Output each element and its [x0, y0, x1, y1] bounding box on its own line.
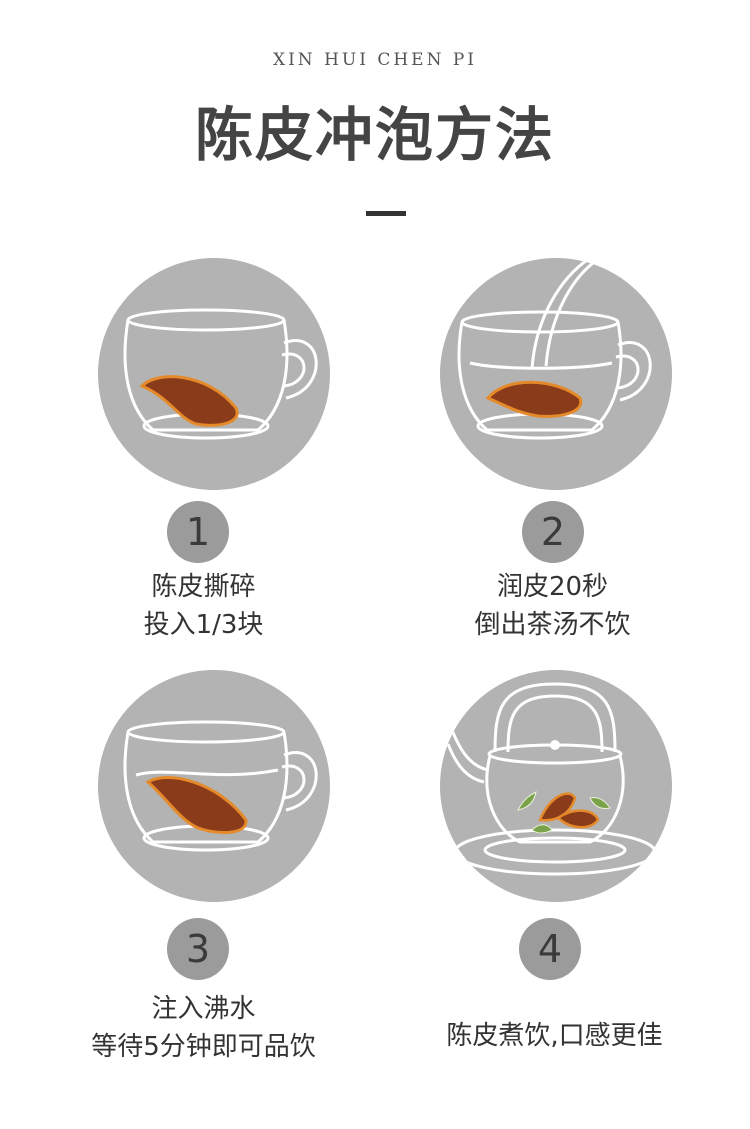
step-1: 1 陈皮撕碎 投入1/3块 [0, 258, 375, 658]
step-4-number: 4 [519, 918, 581, 980]
step-3-line2: 等待5分钟即可品饮 [91, 1032, 316, 1062]
peel-icon [145, 776, 248, 834]
step-1-line1: 陈皮撕碎 [151, 572, 256, 602]
leaf-icon [589, 797, 611, 809]
step-2-illustration [440, 258, 672, 490]
peel-icon [139, 375, 239, 427]
peel-icon [538, 792, 577, 822]
step-3-illustration [98, 670, 330, 902]
step-3-line1: 注入沸水 [151, 994, 256, 1024]
step-3: 3 注入沸水 等待5分钟即可品饮 [0, 670, 375, 1070]
step-4-illustration [440, 670, 672, 902]
step-2-line2: 倒出茶汤不饮 [474, 610, 631, 640]
step-3-number: 3 [167, 918, 229, 980]
step-1-illustration [98, 258, 330, 490]
page-subtitle: XIN HUI CHEN PI [272, 50, 478, 70]
leaf-icon [517, 791, 537, 811]
title-divider [366, 211, 406, 216]
step-4: 4 陈皮煮饮,口感更佳 [375, 670, 750, 1070]
leaf-icon [531, 824, 553, 834]
step-1-line2: 投入1/3块 [143, 610, 264, 640]
step-2: 2 润皮20秒 倒出茶汤不饮 [375, 258, 750, 658]
peel-icon [485, 380, 583, 418]
step-4-line1: 陈皮煮饮,口感更佳 [446, 1021, 663, 1051]
step-2-line1: 润皮20秒 [496, 572, 609, 602]
step-2-number: 2 [522, 501, 584, 563]
peel-icon [555, 809, 600, 829]
page-title: 陈皮冲泡方法 [194, 101, 555, 169]
step-1-number: 1 [167, 501, 229, 563]
